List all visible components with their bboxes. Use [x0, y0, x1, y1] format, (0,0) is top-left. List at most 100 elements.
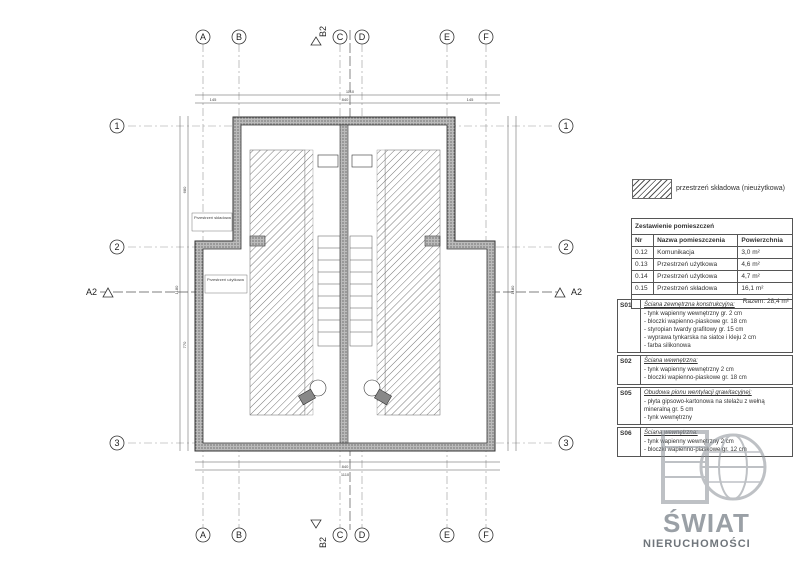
- spec-s02: S02 Ściana wewnętrzna: - tynk wapienny w…: [617, 355, 793, 385]
- watermark-line1: ŚWIAT: [663, 508, 750, 538]
- table-row: 0.13 Przestrzeń użytkowa 4,6 m²: [630, 258, 793, 271]
- dimension-texts: 1110 145 840 145 840 1110 1180 680 770 1…: [174, 89, 515, 477]
- spec-title: Obudowa pionu wentylacji grawitacyjnej:: [644, 390, 752, 396]
- dim-top-left: 145: [210, 97, 217, 102]
- axis-E-bottom: E: [444, 530, 450, 540]
- total-label: Razem:: [742, 298, 766, 305]
- axis-F-top: F: [483, 32, 489, 42]
- wall-specs: S01 Ściana zewnętrzna konstrukcyjna: - t…: [617, 299, 793, 459]
- axis-1-right: 1: [563, 121, 568, 131]
- section-a-left-label: A2: [86, 287, 97, 297]
- dim-bottom-total: 1110: [341, 472, 350, 477]
- spec-line: - styropian twardy grafitowy gr. 15 cm: [644, 327, 744, 333]
- axis-bubbles-rows: 1 2 3 1 2 3: [109, 118, 574, 451]
- axis-D-top: D: [359, 32, 366, 42]
- section-a-right-arrow: [554, 287, 566, 298]
- dim-bottom-mid: 840: [342, 464, 349, 469]
- room-table: Nr Nazwa pomieszczenia Powierzchnia 0.12…: [630, 234, 793, 309]
- spec-s05: S05 Obudowa pionu wentylacji grawitacyjn…: [617, 387, 793, 425]
- dim-top-total: 1110: [346, 89, 355, 94]
- room-table-header: Nr Nazwa pomieszczenia Powierzchnia: [630, 234, 793, 247]
- room-tag-storage: Przestrzeń składowa: [194, 215, 232, 220]
- section-b-bottom-label: B2: [318, 537, 328, 548]
- cell-area: 3,0 m²: [737, 246, 793, 259]
- col-nr: Nr: [630, 234, 655, 247]
- section-a-left-arrow: [102, 287, 114, 298]
- col-area: Powierzchnia: [737, 234, 793, 247]
- spec-line: - farba silikonowa: [644, 343, 691, 349]
- axis-3-right: 3: [563, 438, 568, 448]
- dim-top-mid: 840: [342, 97, 349, 102]
- roof-windows: [298, 379, 392, 406]
- spec-code: S06: [618, 428, 641, 456]
- section-b-top-arrow: [310, 36, 322, 46]
- dimension-lines: [179, 94, 517, 471]
- spec-line: - bloczki wapienno-piaskowe gr. 18 cm: [644, 375, 747, 381]
- table-row: 0.12 Komunikacja 3,0 m²: [630, 246, 793, 259]
- staircase: [317, 235, 373, 347]
- axis-bubbles-top: A B C D E F: [195, 29, 494, 45]
- cell-name: Przestrzeń użytkowa: [653, 270, 739, 283]
- watermark-logo: ŚWIAT NIERUCHOMOŚCI: [643, 412, 793, 562]
- vent-blocks: [249, 154, 441, 247]
- dim-side-lower: 770: [182, 341, 187, 348]
- total-cell: Razem: 28,4 m²: [631, 294, 793, 309]
- spec-code: S01: [618, 300, 641, 352]
- axis-B-bottom: B: [236, 530, 242, 540]
- cell-name: Przestrzeń składowa: [653, 282, 739, 295]
- cell-nr: 0.13: [630, 258, 655, 271]
- dim-left-total: 1180: [174, 285, 179, 294]
- axis-2-left: 2: [114, 242, 119, 252]
- table-total-row: Razem: 28,4 m²: [631, 294, 793, 309]
- spec-line: - tynk wapienny wewnętrzny 2 cm: [644, 367, 734, 373]
- room-schedule: Zestawienie pomieszczeń Nr Nazwa pomiesz…: [630, 218, 793, 309]
- legend-hatch-swatch: [632, 179, 672, 199]
- cell-name: Przestrzeń użytkowa: [653, 258, 739, 271]
- total-value: 28,4 m²: [766, 298, 789, 305]
- axis-1-left: 1: [114, 121, 119, 131]
- spec-line: - bloczki wapienno-piaskowe gr. 18 cm: [644, 319, 747, 325]
- spec-line: - tynk wewnętrzny: [644, 415, 693, 421]
- room-schedule-title: Zestawienie pomieszczeń: [631, 218, 793, 234]
- building-globe-icon: [661, 430, 767, 504]
- cell-area: 4,6 m²: [737, 258, 793, 271]
- axis-D-bottom: D: [359, 530, 366, 540]
- room-tags: Przestrzeń składowa Przestrzeń użytkowa: [191, 212, 248, 294]
- cell-area: 16,1 m²: [737, 282, 793, 295]
- cell-nr: 0.12: [630, 246, 655, 259]
- axis-2-right: 2: [563, 242, 568, 252]
- spec-title: Ściana zewnętrzna konstrukcyjna:: [644, 302, 735, 308]
- spec-title: Ściana wewnętrzna:: [644, 358, 698, 364]
- spec-line: - wyprawa tynkarska na siatce i kleju 2 …: [644, 335, 757, 341]
- table-row: 0.15 Przestrzeń składowa 16,1 m²: [630, 282, 793, 295]
- section-b-top-label: B2: [318, 26, 328, 37]
- axis-bubbles-bottom: A B C D E F: [195, 527, 494, 543]
- spec-line: - tynk wapienny wewnętrzny gr. 2 cm: [644, 311, 743, 317]
- section-markers: B2 B2 A2 A2: [86, 26, 582, 548]
- legend-label: przestrzeń składowa (nieużytkowa): [676, 185, 785, 192]
- section-a-right-label: A2: [571, 287, 582, 297]
- axis-C-bottom: C: [337, 530, 344, 540]
- axis-A-bottom: A: [200, 530, 206, 540]
- storage-zones: [249, 149, 441, 416]
- cell-area: 4,7 m²: [737, 270, 793, 283]
- section-b-bottom-arrow: [310, 519, 322, 529]
- col-name: Nazwa pomieszczenia: [653, 234, 739, 247]
- axis-F-bottom: F: [483, 530, 489, 540]
- spec-code: S02: [618, 356, 641, 384]
- axis-C-top: C: [337, 32, 344, 42]
- axis-3-left: 3: [114, 438, 119, 448]
- legend: przestrzeń składowa (nieużytkowa): [632, 176, 800, 202]
- party-wall: [339, 124, 349, 444]
- spec-line: - tynk wapienny wewnętrzny 2 cm: [644, 439, 734, 445]
- dim-top-right: 145: [467, 97, 474, 102]
- cell-nr: 0.14: [630, 270, 655, 283]
- dim-side-upper: 680: [182, 186, 187, 193]
- room-tag-usable: Przestrzeń użytkowa: [207, 277, 245, 282]
- cell-name: Komunikacja: [653, 246, 739, 259]
- spec-line: - płyta gipsowo-kartonowa na stelażu z w…: [644, 399, 765, 413]
- axis-B-top: B: [236, 32, 242, 42]
- axis-A-top: A: [200, 32, 206, 42]
- watermark-line2: NIERUCHOMOŚCI: [643, 538, 751, 550]
